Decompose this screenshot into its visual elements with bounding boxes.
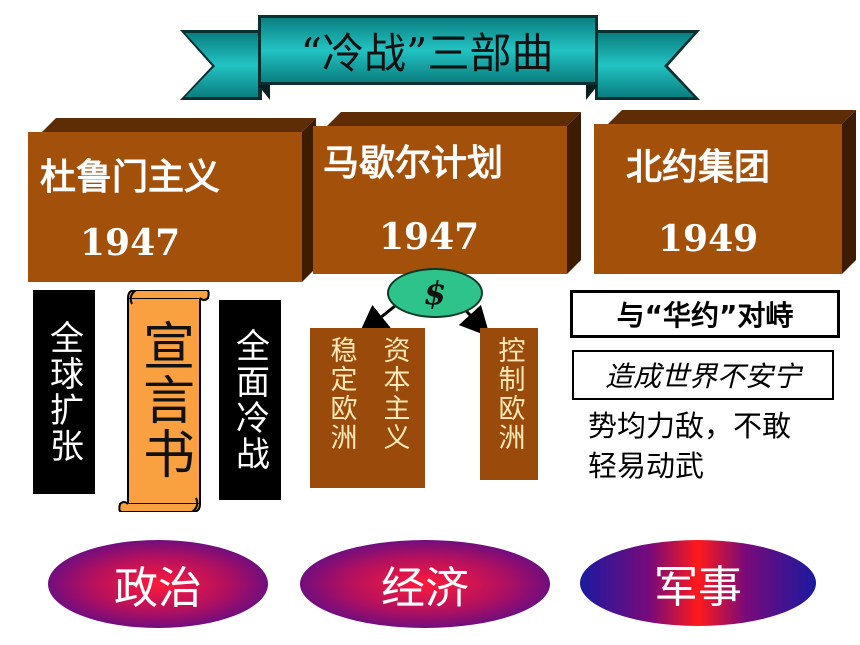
marshall-note-stabilize: 稳定欧洲 资本主义 [310, 328, 425, 488]
category-military: 军事 [580, 540, 816, 626]
marshall-box: 马歇尔计划 1947 [313, 112, 581, 274]
nato-box: 北约集团 1949 [594, 110, 856, 274]
title-banner [180, 15, 700, 100]
scroll-shape [118, 290, 210, 512]
marshall-note-control: 控制欧洲 [480, 328, 538, 480]
nato-note-balance: 势均力敌，不敢 轻易动武 [588, 406, 848, 486]
truman-note-right-text: 全面冷战 [229, 328, 270, 472]
page-title: “冷战”三部曲 [300, 29, 554, 78]
category-economy-label: 经济 [381, 563, 469, 614]
nato-note-unrest-text: 造成世界不安宁 [604, 360, 801, 393]
nato-note-confront-text: 与“华约”对峙 [616, 299, 794, 332]
scroll-label: 宣言书 [133, 319, 194, 481]
nato-year: 1949 [658, 218, 759, 260]
scroll-text: 宣言书 [128, 300, 200, 500]
category-economy: 经济 [300, 540, 550, 628]
marshall-note-capitalism-text: 资本主义 [378, 336, 410, 452]
truman-note-full-cold-war: 全面冷战 [219, 300, 281, 500]
category-politics: 政治 [48, 540, 268, 628]
category-military-label: 军事 [654, 562, 742, 613]
truman-box: 杜鲁门主义 1947 [28, 118, 316, 282]
nato-note-balance-line1: 势均力敌，不敢 [588, 409, 792, 443]
nato-note-balance-line2: 轻易动武 [588, 449, 705, 483]
marshall-label: 马歇尔计划 [323, 143, 504, 184]
truman-note-left-text: 全球扩张 [43, 320, 84, 464]
truman-year: 1947 [80, 222, 181, 264]
truman-label: 杜鲁门主义 [40, 157, 221, 198]
marshall-year: 1947 [379, 216, 480, 258]
dollar-ellipse: $ [387, 268, 483, 318]
marshall-note-stabilize-text: 稳定欧洲 [325, 336, 357, 452]
truman-note-global-expansion: 全球扩张 [33, 290, 95, 494]
marshall-note-control-text: 控制欧洲 [493, 336, 525, 452]
dollar-icon: $ [423, 274, 447, 312]
nato-note-unrest: 造成世界不安宁 [572, 350, 834, 400]
nato-label: 北约集团 [626, 147, 771, 188]
category-politics-label: 政治 [114, 563, 202, 614]
nato-note-confront: 与“华约”对峙 [570, 290, 840, 338]
